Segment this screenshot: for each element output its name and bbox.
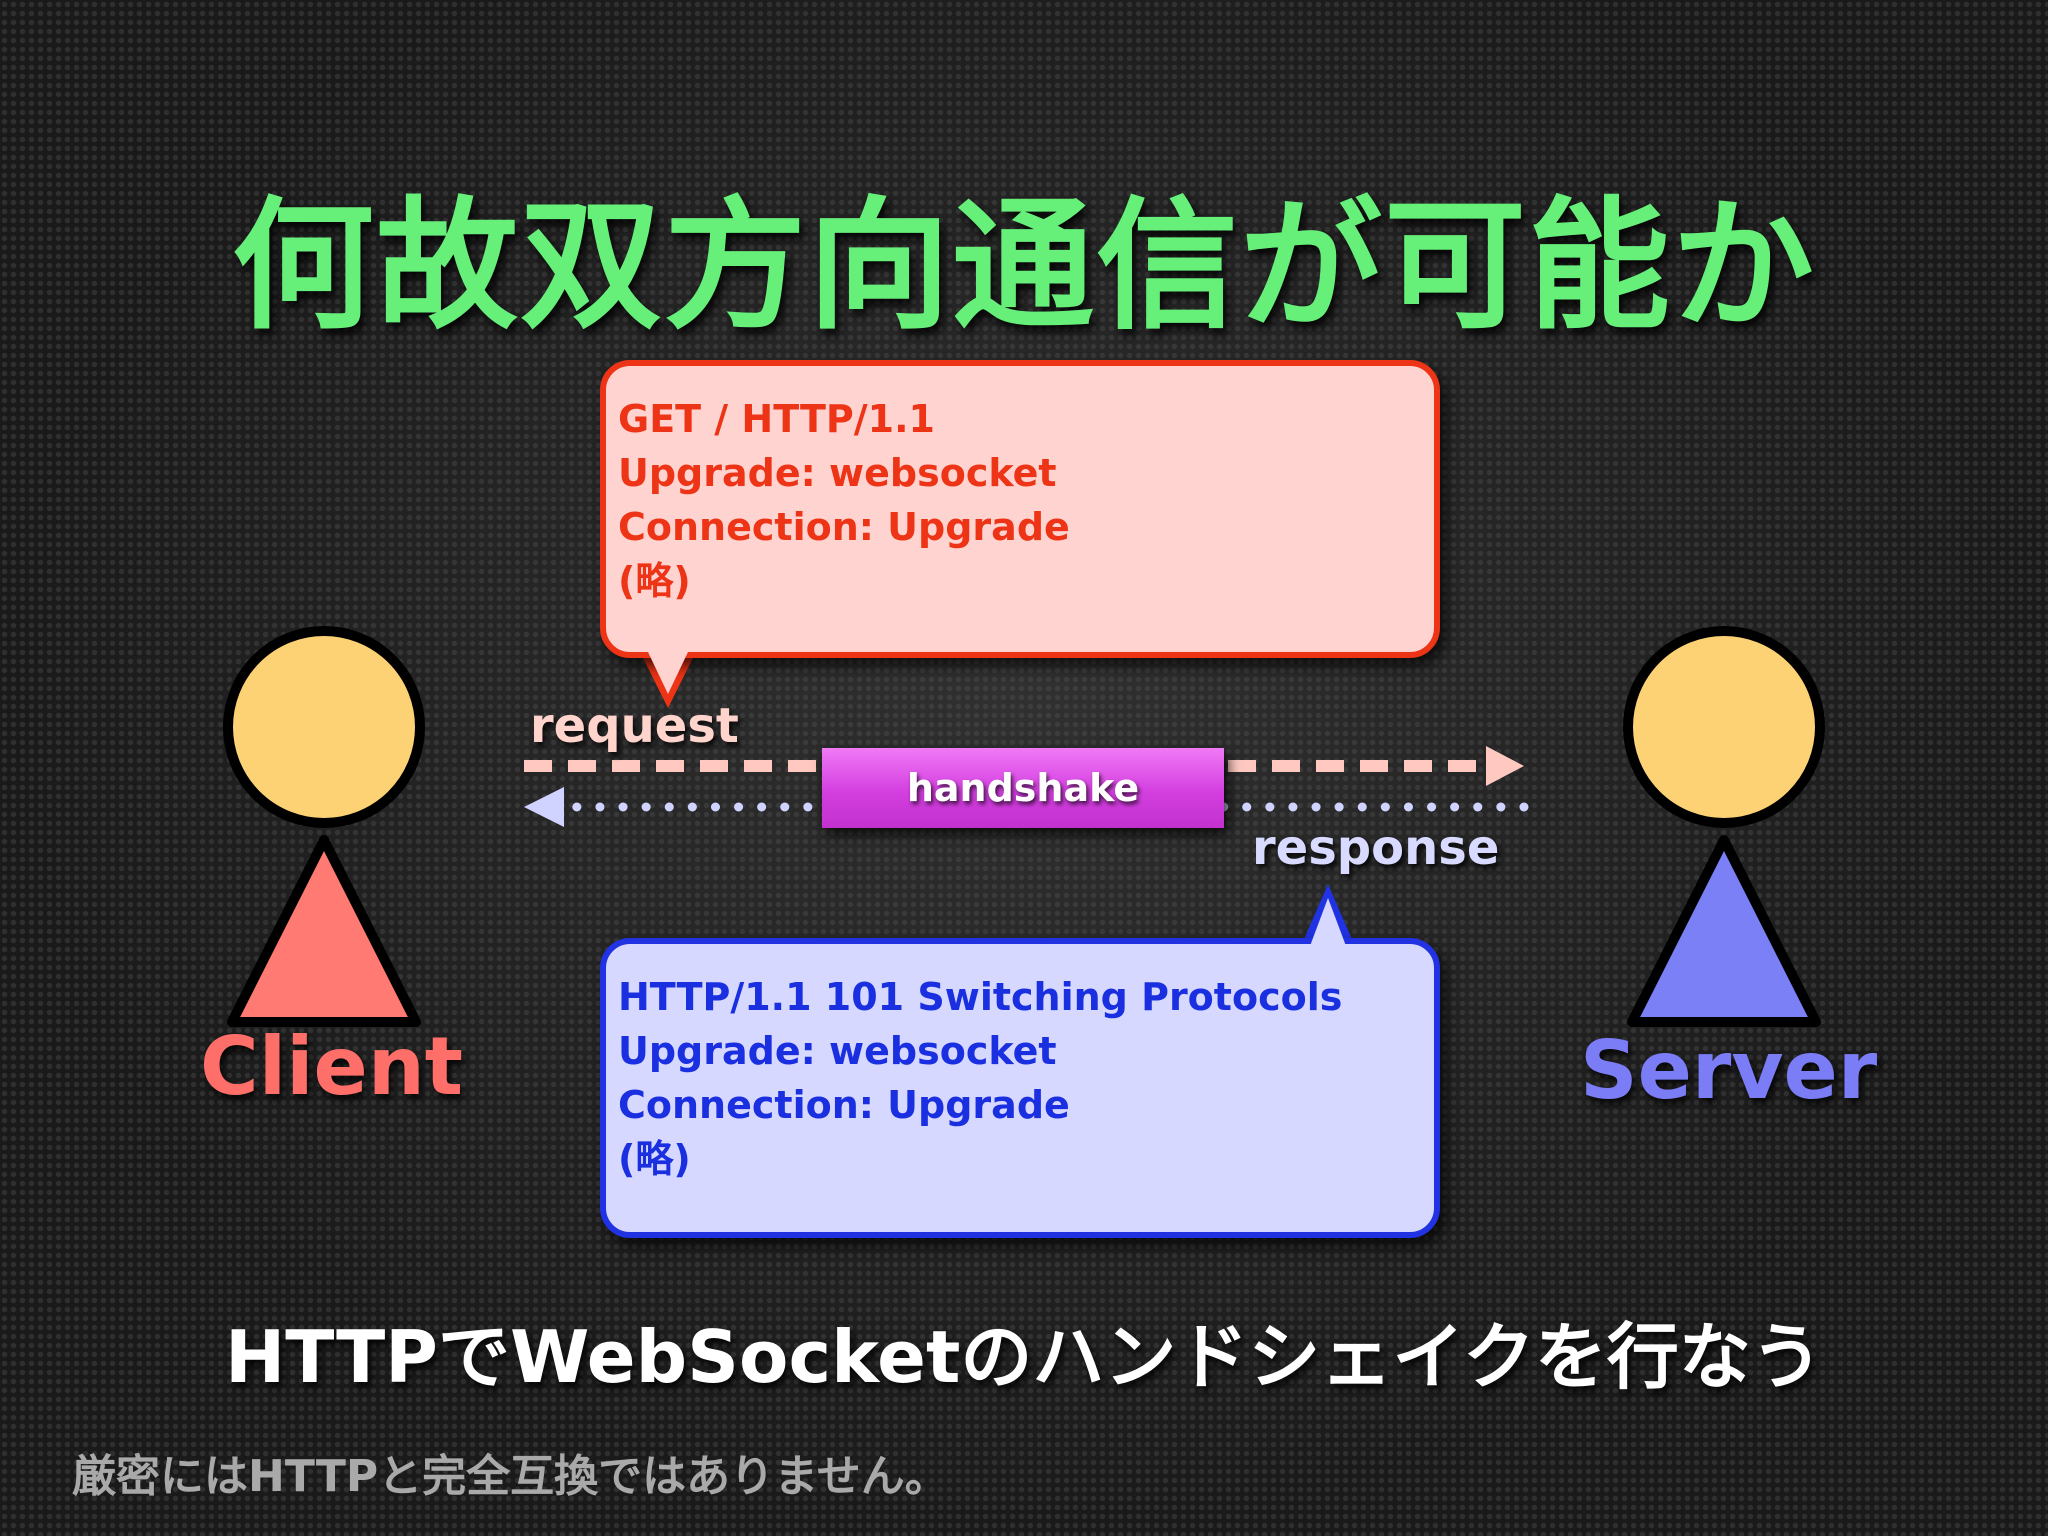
request-omitted: (略)	[618, 559, 691, 603]
request-header-connection: Connection: Upgrade	[618, 505, 1070, 549]
request-arrow	[524, 746, 1524, 786]
server-head	[1623, 626, 1825, 828]
client-label: Client	[200, 1020, 464, 1113]
response-label: response	[1252, 820, 1500, 876]
request-arrowhead	[1486, 746, 1524, 786]
server-figure	[1623, 626, 1825, 1027]
request-header-upgrade: Upgrade: websocket	[618, 451, 1057, 495]
response-header-upgrade: Upgrade: websocket	[618, 1029, 1057, 1073]
request-label: request	[530, 698, 739, 754]
response-arrow	[524, 787, 1529, 827]
client-figure	[223, 626, 425, 1027]
handshake-box: handshake	[822, 748, 1224, 828]
response-bubble-tail-fill	[1310, 898, 1346, 946]
client-body	[227, 835, 421, 1027]
request-line: GET / HTTP/1.1	[618, 397, 935, 441]
client-head	[223, 626, 425, 828]
footnote: 厳密にはHTTPと完全互換ではありません。	[72, 1451, 949, 1502]
response-header-connection: Connection: Upgrade	[618, 1083, 1070, 1127]
slide-subtitle: HTTPでWebSocketのハンドシェイクを行なう	[225, 1315, 1823, 1399]
response-bubble: HTTP/1.1 101 Switching Protocols Upgrade…	[600, 938, 1440, 1238]
server-body	[1627, 835, 1821, 1027]
response-status-line: HTTP/1.1 101 Switching Protocols	[618, 975, 1343, 1019]
request-bubble: GET / HTTP/1.1 Upgrade: websocket Connec…	[600, 360, 1440, 658]
response-omitted: (略)	[618, 1137, 691, 1181]
slide-title: 何故双方向通信が可能か	[232, 184, 1816, 349]
response-arrowhead	[524, 787, 564, 827]
request-bubble-tail-fill	[648, 652, 688, 694]
server-label: Server	[1580, 1024, 1878, 1117]
